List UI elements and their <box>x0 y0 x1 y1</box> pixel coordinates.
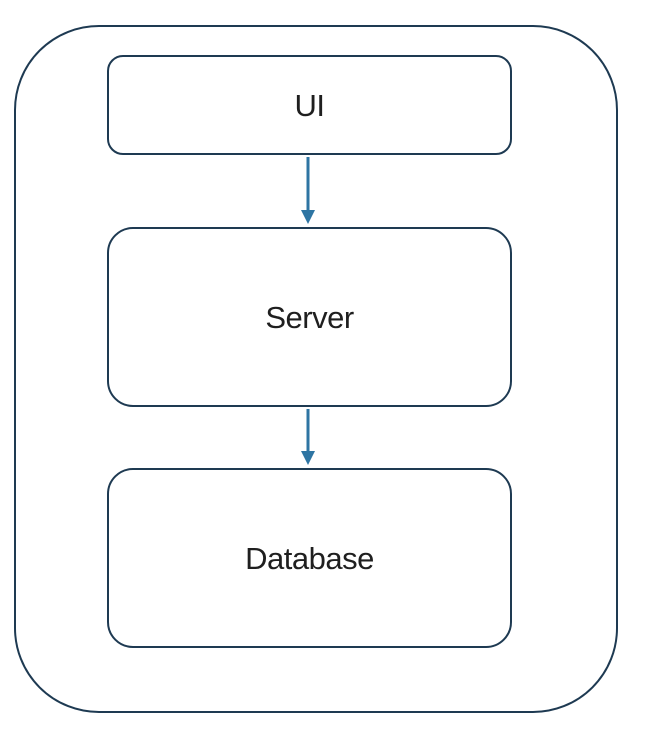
node-database-label: Database <box>245 540 374 576</box>
node-server-label: Server <box>265 299 354 335</box>
node-database: Database <box>107 468 512 648</box>
system-boundary-box <box>14 25 618 713</box>
node-ui: UI <box>107 55 512 155</box>
node-ui-label: UI <box>294 87 326 123</box>
node-server: Server <box>107 227 512 407</box>
